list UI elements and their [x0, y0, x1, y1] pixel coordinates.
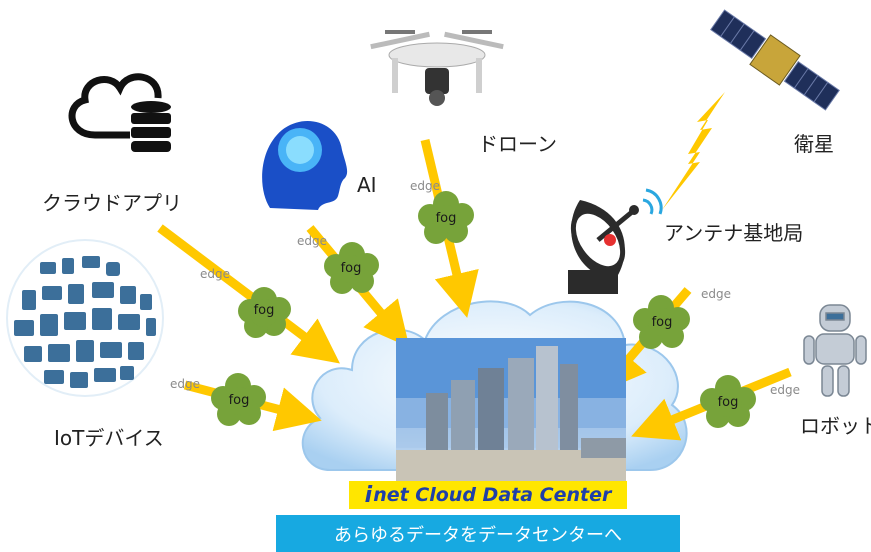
fog-nodes	[211, 191, 756, 428]
satellite-icon	[710, 9, 840, 111]
label-satellite: 衛星	[794, 132, 834, 156]
cloud-database-icon	[68, 73, 162, 139]
fog-node-cloudapp	[238, 287, 291, 338]
fog-label-ai: fog	[340, 261, 362, 276]
label-robot: ロボット	[800, 414, 871, 438]
edge-label-ai: edge	[297, 234, 327, 248]
fog-node-drone	[418, 191, 474, 244]
banner-text: net Cloud Data Center	[373, 484, 612, 506]
fog-label-antenna: fog	[651, 315, 673, 330]
fog-node-iot	[211, 373, 266, 426]
fog-node-robot	[700, 375, 756, 428]
data-center-banner: i net Cloud Data Center	[349, 481, 627, 509]
edge-label-antenna: edge	[701, 287, 731, 301]
label-drone: ドローン	[478, 132, 557, 156]
edge-label-drone: edge	[410, 179, 440, 193]
label-cloud-app: クラウドアプリ	[42, 191, 182, 215]
fog-label-drone: fog	[435, 211, 457, 226]
caption-bar: あらゆるデータをデータセンターへ	[276, 515, 680, 552]
drone-icon	[370, 30, 504, 106]
lightning-bolt	[662, 92, 725, 210]
database-stack-icon	[131, 101, 171, 152]
edge-label-iot: edge	[170, 377, 200, 391]
fog-node-ai	[324, 242, 379, 294]
antenna-dish-icon	[568, 188, 663, 294]
fog-label-robot: fog	[717, 395, 739, 410]
ai-head-icon	[262, 120, 348, 210]
fog-label-iot: fog	[228, 393, 250, 408]
iot-devices-icon	[6, 239, 164, 397]
robot-icon	[803, 304, 867, 397]
label-ai: AI	[357, 173, 377, 197]
fog-label-cloudapp: fog	[253, 303, 275, 318]
fog-node-antenna	[633, 295, 690, 349]
edge-label-robot: edge	[770, 383, 800, 397]
label-iot: IoTデバイス	[54, 426, 164, 450]
edge-label-cloudapp: edge	[200, 267, 230, 281]
arrow-cloudapp	[157, 224, 340, 364]
banner-prefix: i	[364, 482, 373, 508]
data-center-photo	[396, 338, 626, 481]
label-antenna: アンテナ基地局	[664, 221, 804, 245]
